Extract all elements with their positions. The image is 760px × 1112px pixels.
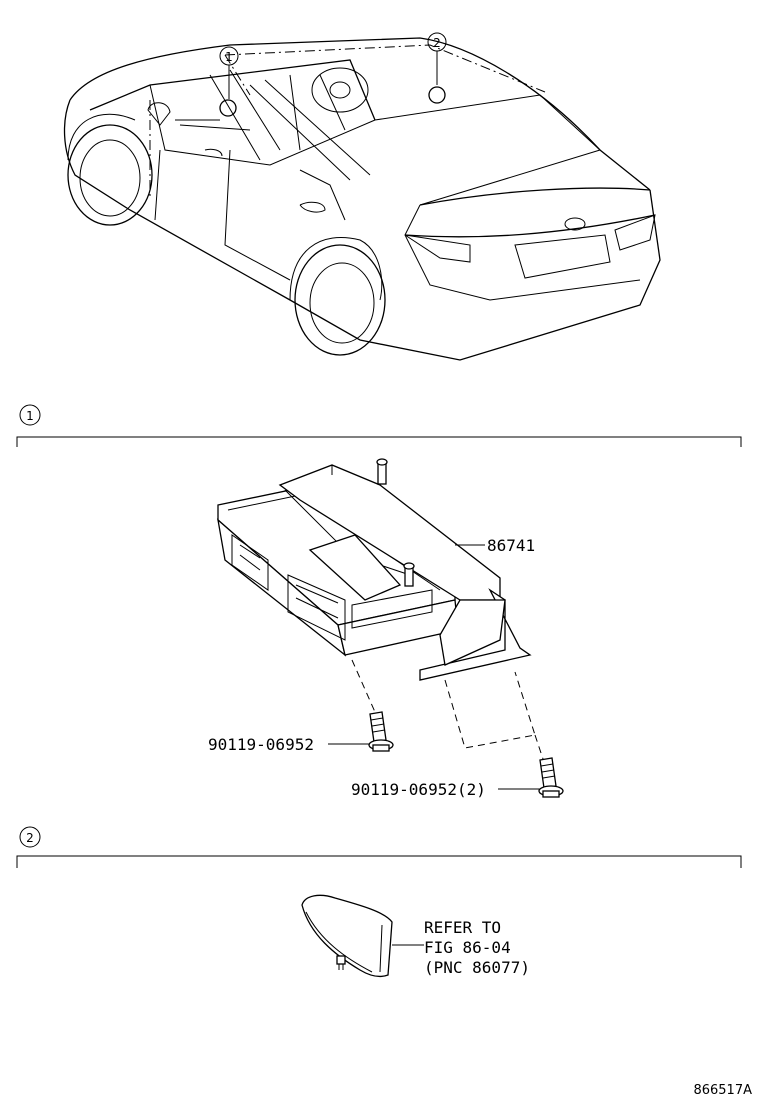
callout-1-label: 1 [225, 50, 233, 64]
section-1: 1 [16, 404, 742, 799]
section-2-marker: 2 [26, 831, 34, 845]
refer-note-line1: REFER TO [424, 918, 501, 937]
section-1-marker: 1 [26, 409, 34, 423]
bolt-b [538, 757, 564, 798]
part-label-86741: 86741 [487, 536, 535, 555]
shark-fin-antenna [301, 894, 393, 977]
ecu-bracket [278, 458, 532, 681]
callout-2-label: 2 [433, 36, 441, 50]
car-illustration [63, 37, 661, 361]
callout-1: 1 [219, 46, 239, 117]
part-label-bolt-b: 90119-06952(2) [351, 780, 486, 799]
section-2: 2 REFER TO FIG 86-04 (PNC 86077) [16, 826, 742, 977]
refer-note-line2: FIG 86-04 [424, 938, 511, 957]
callout-2: 2 [427, 32, 447, 104]
refer-note-line3: (PNC 86077) [424, 958, 530, 977]
part-label-bolt-a: 90119-06952 [208, 735, 314, 754]
bolt-a [368, 711, 394, 752]
figure-id: 866517A [693, 1083, 752, 1098]
